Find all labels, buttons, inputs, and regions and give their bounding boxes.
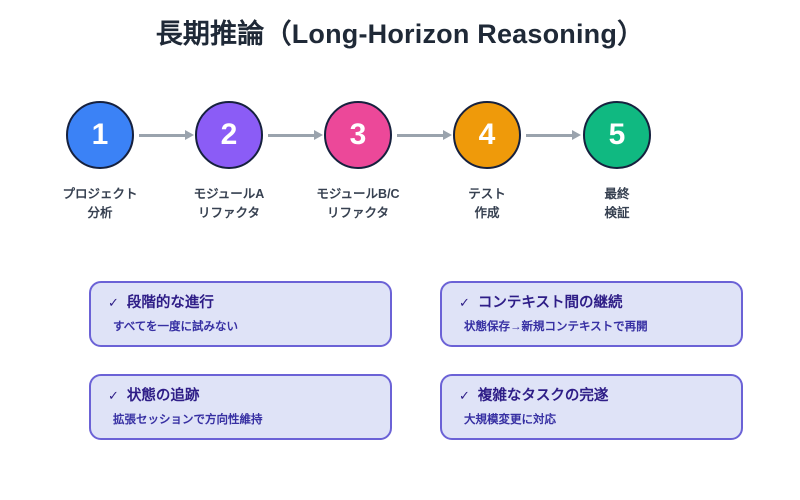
- step-label-2: モジュールA リファクタ: [159, 185, 299, 223]
- step-label-4: テスト 作成: [417, 185, 557, 223]
- step-label-1-line1: プロジェクト: [62, 187, 138, 201]
- feature-card-2-subtitle: 状態保存→新規コンテキストで再開: [464, 321, 648, 333]
- step-label-5-line2: 検証: [604, 206, 630, 220]
- feature-card-1-subtitle: すべてを一度に試みない: [113, 321, 239, 333]
- check-icon: ✓: [108, 295, 119, 310]
- feature-card-4-subtitle: 大規模変更に対応: [464, 414, 556, 426]
- process-flow: 1 プロジェクト 分析 2 モジュールA リファクタ 3 モジュールB/C リフ…: [0, 101, 800, 241]
- flow-connector-1-2: [139, 130, 194, 140]
- flow-connector-3-4: [397, 130, 452, 140]
- flow-connector-4-5: [526, 130, 581, 140]
- connector-shaft: [139, 134, 186, 137]
- check-icon: ✓: [459, 388, 470, 403]
- flow-step-5[interactable]: 5 最終 検証: [583, 101, 651, 220]
- feature-card-3-subtitle: 拡張セッションで方向性維持: [113, 414, 263, 426]
- feature-card-4-title-text: 複雑なタスクの完遂: [477, 388, 609, 404]
- arrow-head-icon: [572, 130, 581, 140]
- step-label-1: プロジェクト 分析: [30, 185, 170, 223]
- feature-card-3-title: ✓ 状態の追跡: [108, 384, 199, 405]
- connector-shaft: [397, 134, 444, 137]
- step-label-4-line1: テスト: [468, 187, 506, 201]
- step-label-5-line1: 最終: [604, 187, 630, 201]
- feature-card-3-title-text: 状態の追跡: [126, 388, 200, 404]
- step-label-5: 最終 検証: [547, 185, 687, 223]
- check-icon: ✓: [108, 388, 119, 403]
- feature-card-1-title-text: 段階的な進行: [126, 295, 214, 311]
- arrow-head-icon: [443, 130, 452, 140]
- step-label-2-line1: モジュールA: [193, 187, 265, 201]
- feature-card-2-title-text: コンテキスト間の継続: [477, 295, 623, 311]
- arrow-head-icon: [185, 130, 194, 140]
- step-label-4-line2: 作成: [474, 206, 500, 220]
- arrow-head-icon: [314, 130, 323, 140]
- step-circle-5[interactable]: 5: [583, 101, 651, 169]
- step-label-3: モジュールB/C リファクタ: [288, 185, 428, 223]
- flow-step-4[interactable]: 4 テスト 作成: [453, 101, 521, 220]
- step-circle-3[interactable]: 3: [324, 101, 392, 169]
- step-label-3-line2: リファクタ: [326, 206, 389, 220]
- page-title: 長期推論（Long-Horizon Reasoning）: [155, 19, 645, 49]
- step-label-1-line2: 分析: [87, 206, 113, 220]
- check-icon: ✓: [459, 295, 470, 310]
- step-label-2-line2: リファクタ: [197, 206, 260, 220]
- feature-card-2-title: ✓ コンテキスト間の継続: [459, 291, 622, 312]
- feature-card-1-title: ✓ 段階的な進行: [108, 291, 214, 312]
- step-circle-2[interactable]: 2: [195, 101, 263, 169]
- step-circle-4[interactable]: 4: [453, 101, 521, 169]
- feature-cards: ✓ 段階的な進行 すべてを一度に試みない ✓ コンテキスト間の継続 状態保存→新…: [0, 281, 800, 461]
- flow-step-2[interactable]: 2 モジュールA リファクタ: [194, 101, 264, 220]
- feature-card-3[interactable]: ✓ 状態の追跡 拡張セッションで方向性維持: [89, 374, 392, 440]
- step-circle-1[interactable]: 1: [66, 101, 134, 169]
- flow-step-1[interactable]: 1 プロジェクト 分析: [62, 101, 138, 220]
- feature-card-4[interactable]: ✓ 複雑なタスクの完遂 大規模変更に対応: [440, 374, 743, 440]
- feature-card-2[interactable]: ✓ コンテキスト間の継続 状態保存→新規コンテキストで再開: [440, 281, 743, 347]
- connector-shaft: [526, 134, 573, 137]
- flow-connector-2-3: [268, 130, 323, 140]
- step-label-3-line1: モジュールB/C: [316, 187, 400, 201]
- connector-shaft: [268, 134, 315, 137]
- feature-card-1[interactable]: ✓ 段階的な進行 すべてを一度に試みない: [89, 281, 392, 347]
- feature-card-4-title: ✓ 複雑なタスクの完遂: [459, 384, 608, 405]
- flow-step-3[interactable]: 3 モジュールB/C リファクタ: [316, 101, 400, 220]
